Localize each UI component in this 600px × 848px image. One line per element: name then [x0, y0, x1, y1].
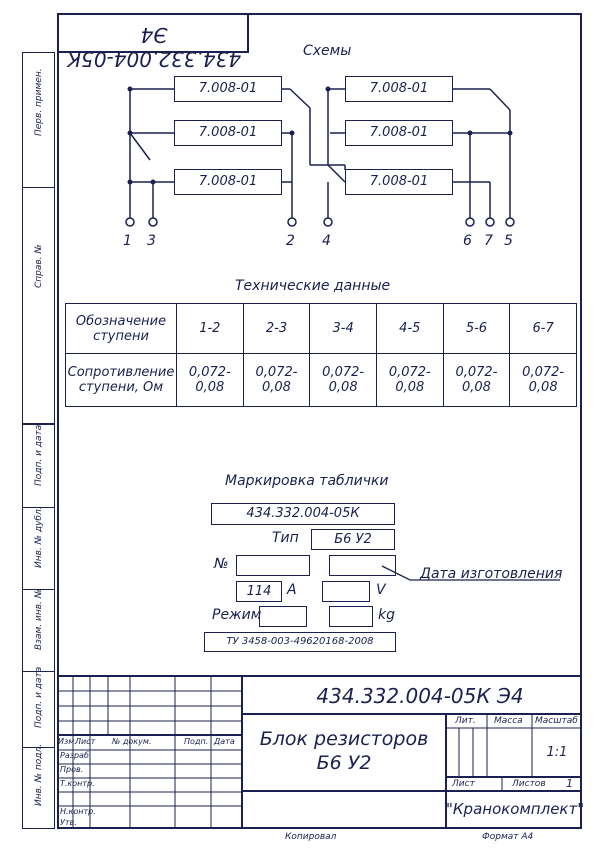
title-col-podp: Подп.: [184, 737, 209, 746]
title-name-line1: Блок резисторов: [259, 728, 429, 750]
title-copied: Копировал: [285, 832, 337, 842]
resistor-right-3: 7.008-01: [345, 169, 453, 195]
resistance-header: Сопротивление ступени, Ом: [65, 353, 177, 407]
title-sheet-label: Лист: [452, 779, 475, 789]
tech-data-title: Технические данные: [235, 278, 391, 294]
resistance-cell: 0,072-0,08: [509, 353, 577, 407]
resistance-cell: 0,072-0,08: [375, 353, 444, 407]
terminal-5: 5: [504, 233, 513, 249]
scheme-wiring: [125, 86, 515, 227]
resistance-cell: 0,072-0,08: [442, 353, 511, 407]
stage-cell: 3-4: [309, 303, 377, 354]
title-scale-value: 1:1: [546, 745, 568, 760]
plate-date-box: [329, 555, 396, 576]
title-col-data: Дата: [214, 737, 235, 746]
plate-date-label: Дата изготовления: [420, 566, 563, 582]
resistance-cell: 0,072-0,08: [176, 353, 244, 407]
plate-current-unit: А: [287, 582, 297, 598]
title-col-doc: № докум.: [112, 737, 152, 746]
resistor-left-3: 7.008-01: [174, 169, 282, 195]
terminal-1: 1: [123, 233, 132, 249]
date-leader-line: [381, 565, 560, 581]
title-row-tkontr: Т.контр.: [60, 779, 95, 788]
title-sheets-value: 1: [566, 777, 573, 790]
title-format: Формат А4: [482, 832, 534, 842]
plate-current-box: 114: [236, 581, 282, 602]
left-strip-bottom: Подп. и дата Инв. № дубл. Взам. инв. № П…: [22, 424, 55, 829]
stage-cell: 2-3: [242, 303, 311, 354]
title-name-line2: Б6 У2: [316, 752, 372, 774]
resistance-cell: 0,072-0,08: [309, 353, 377, 407]
title-row-nkontr: Н.контр.: [60, 807, 96, 816]
plate-type-box: Б6 У2: [311, 529, 395, 550]
plate-number-box: [236, 555, 310, 576]
resistor-left-2: 7.008-01: [174, 120, 282, 146]
plate-mass-unit: kg: [378, 607, 395, 623]
title-row-razrab: Разраб.: [60, 751, 92, 760]
terminal-7: 7: [484, 233, 493, 249]
plate-code-box: 434.332.004-05К: [211, 503, 395, 525]
drawing-frame: [57, 13, 582, 829]
title-row-utv: Утв.: [60, 818, 77, 827]
title-designation: 434.332.004-05К Э4: [316, 684, 524, 708]
plate-mode-label: Режим: [212, 607, 262, 623]
resistor-left-1: 7.008-01: [174, 76, 282, 102]
resistor-right-1: 7.008-01: [345, 76, 453, 102]
stage-cell: 1-2: [176, 303, 244, 354]
stage-cell: 4-5: [375, 303, 444, 354]
rotated-code-box: 434.332.004-05К Э4: [57, 13, 249, 71]
plate-spec-box: ТУ 3458-003-49620168-2008: [204, 632, 396, 652]
left-strip-top: Перв. примен. Справ. №: [22, 52, 55, 424]
schemes-title: Схемы: [303, 43, 352, 59]
resistance-cell: 0,072-0,08: [242, 353, 311, 407]
resistor-right-2: 7.008-01: [345, 120, 453, 146]
title-mass-label: Масса: [494, 716, 523, 726]
plate-mass-box: [329, 606, 373, 627]
plate-number-label: №: [214, 556, 229, 572]
title-row-prov: Пров.: [60, 765, 84, 774]
terminal-6: 6: [463, 233, 472, 249]
title-col-izm: Изм.: [58, 737, 77, 746]
plate-voltage-box: [322, 581, 370, 602]
plate-title: Маркировка таблички: [225, 473, 389, 489]
stage-cell: 6-7: [509, 303, 577, 354]
title-scale-label: Масштаб: [535, 716, 578, 726]
plate-mode-box: [259, 606, 307, 627]
title-lit-label: Лит.: [455, 716, 476, 726]
terminal-4: 4: [322, 233, 331, 249]
title-sheets-label: Листов: [512, 779, 546, 789]
plate-voltage-unit: V: [376, 582, 386, 598]
terminal-2: 2: [286, 233, 295, 249]
tech-data-table: Обозначение ступени 1-2 2-3 3-4 4-5 5-6 …: [65, 303, 577, 407]
plate-type-label: Тип: [272, 530, 299, 546]
title-col-list: Лист: [75, 737, 96, 746]
title-company: "Кранокомплект": [446, 800, 585, 818]
terminal-3: 3: [147, 233, 156, 249]
